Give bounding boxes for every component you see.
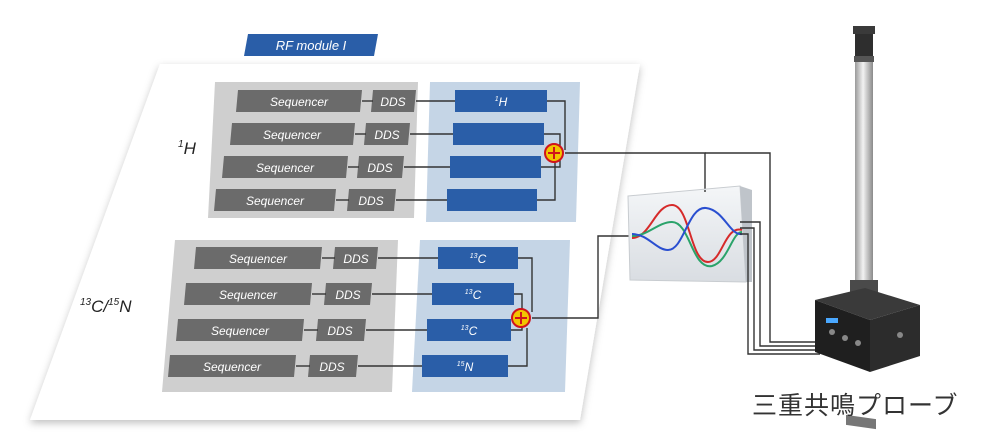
sequencer-block (222, 156, 348, 178)
channel-block (453, 123, 544, 145)
group2-panel (162, 240, 398, 392)
group1-row-3: Sequencer DDS (222, 156, 541, 178)
sequencer-block (236, 90, 362, 112)
channel-block (455, 90, 547, 112)
sequencer-block (168, 355, 296, 377)
dds-label: DDS (335, 288, 360, 302)
group1-row-4: Sequencer DDS (214, 189, 537, 211)
dds-label: DDS (319, 360, 344, 374)
channel-block (432, 283, 514, 305)
sequencer-label: Sequencer (246, 194, 305, 208)
sequencer-label: Sequencer (219, 288, 278, 302)
dds-block (347, 189, 396, 211)
sequencer-block (176, 319, 304, 341)
channel-label: 13C (465, 288, 482, 302)
dds-label: DDS (374, 128, 399, 142)
wave-blue (631, 206, 743, 252)
dds-block (364, 123, 410, 145)
sequencer-label: Sequencer (256, 161, 315, 175)
group2-adder (511, 308, 531, 328)
channel-block (438, 247, 518, 269)
dds-block (324, 283, 372, 305)
dds-block (371, 90, 416, 112)
group2-label: 13C/15N (80, 297, 132, 316)
dds-label: DDS (367, 161, 392, 175)
group2-row-2: Sequencer DDS 13C (184, 283, 514, 305)
channel-label: 13C (470, 252, 487, 266)
group2-row-4: Sequencer DDS 15N (168, 355, 508, 377)
group2-row-1: Sequencer DDS 13C (194, 247, 518, 269)
group2-mixer-panel (412, 240, 570, 392)
channel-block (422, 355, 508, 377)
probe-illustration (815, 26, 920, 430)
channel-label: 1H (495, 95, 508, 109)
dds-block (357, 156, 404, 178)
sequencer-label: Sequencer (270, 95, 329, 109)
dds-block (308, 355, 358, 377)
wave-red (631, 203, 743, 264)
channel-block (447, 189, 537, 211)
group1-mixer-panel (426, 82, 580, 222)
dds-label: DDS (358, 194, 383, 208)
sequencer-label: Sequencer (211, 324, 270, 338)
channel-block (450, 156, 541, 178)
sequencer-block (230, 123, 355, 145)
sequencer-label: Sequencer (229, 252, 288, 266)
sequencer-label: Sequencer (263, 128, 322, 142)
sequencer-block (184, 283, 312, 305)
waveform-display (627, 185, 752, 283)
group1-row-1: Sequencer DDS 1H (236, 90, 547, 112)
group1-row-2: Sequencer DDS (230, 123, 544, 145)
sequencer-label: Sequencer (203, 360, 262, 374)
probe-feed-lines (704, 152, 820, 355)
channel-label: 15N (457, 360, 474, 374)
channel-label: 13C (461, 324, 478, 338)
dds-label: DDS (343, 252, 368, 266)
dds-label: DDS (380, 95, 405, 109)
group1-adder (544, 143, 564, 163)
dds-block (316, 319, 366, 341)
probe-caption: 三重共鳴プローブ (752, 391, 959, 420)
sequencer-block (194, 247, 322, 269)
group1-label: 1H (178, 139, 197, 158)
sequencer-block (214, 189, 336, 211)
dds-block (333, 247, 378, 269)
channel-block (427, 319, 511, 341)
wave-green (631, 220, 743, 268)
dds-label: DDS (327, 324, 352, 338)
group1-panel (208, 82, 418, 218)
module-badge-label: RF module I (276, 38, 347, 53)
module-badge: RF module I (244, 34, 378, 56)
group2-row-3: Sequencer DDS 13C (176, 319, 511, 341)
